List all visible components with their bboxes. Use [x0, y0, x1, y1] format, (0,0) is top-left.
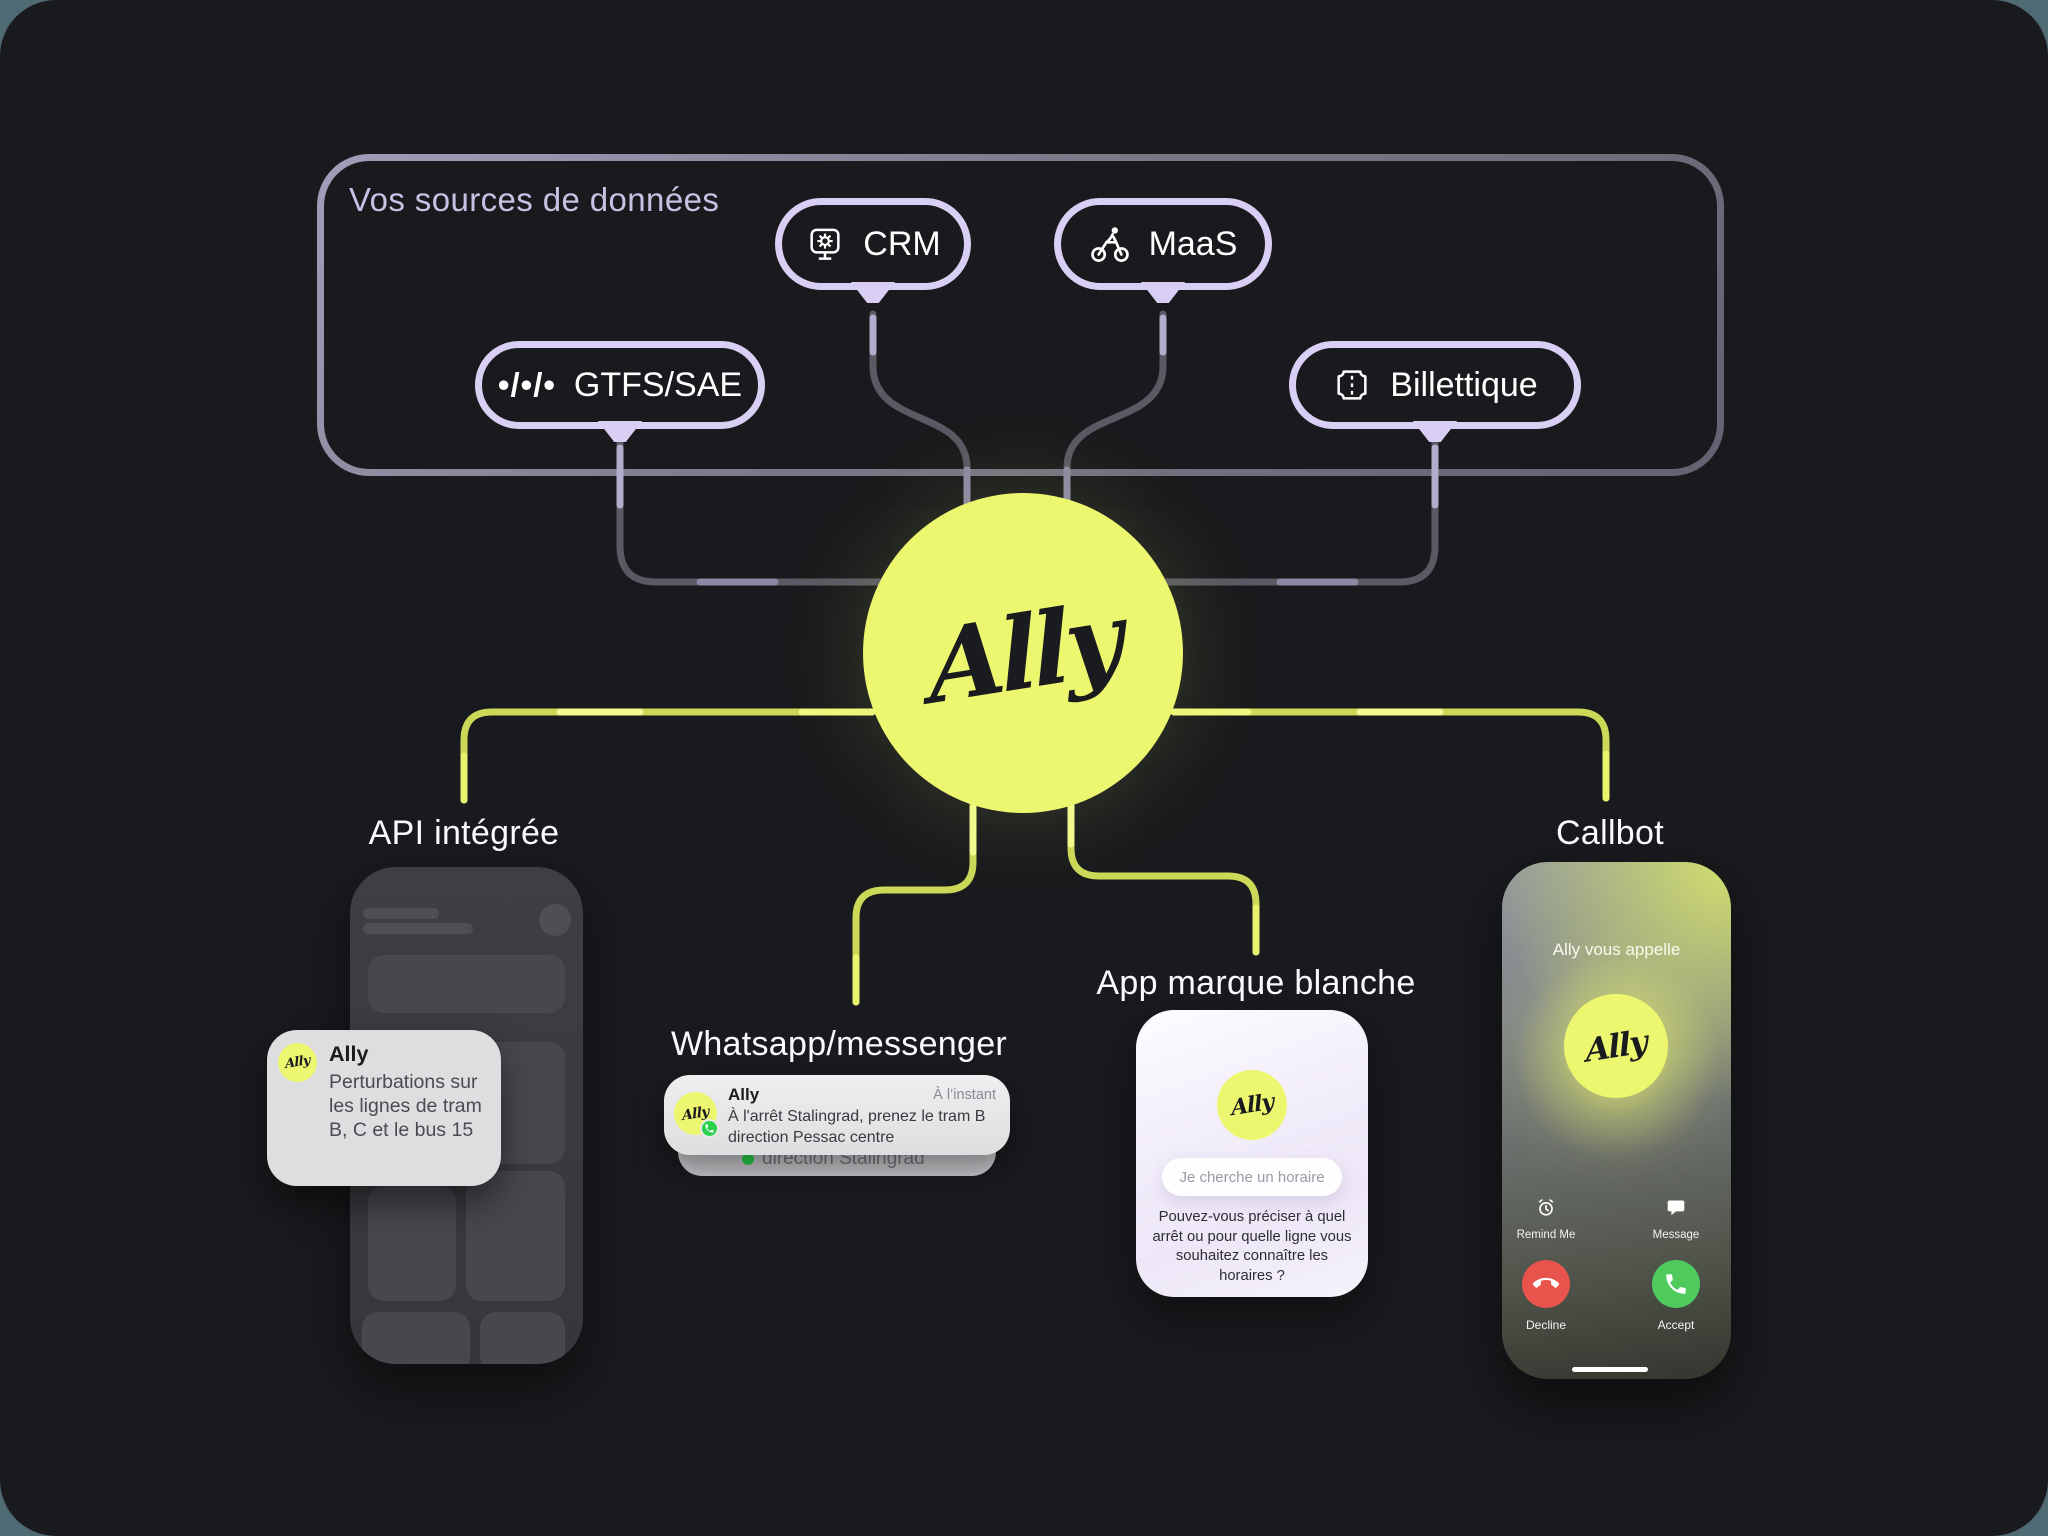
whitelabel-section-label: App marque blanche [1096, 964, 1416, 1002]
cyclist-icon [1089, 223, 1131, 265]
skeleton-block [362, 1312, 470, 1364]
whitelabel-app-card: Ally Je cherche un horaire Pouvez-vous p… [1136, 1010, 1368, 1297]
decline-call-button[interactable] [1522, 1260, 1570, 1308]
notification-app-name: Ally [728, 1085, 760, 1104]
incoming-call-status: Ally vous appelle [1552, 940, 1681, 959]
notification-body: Perturbations sur les lignes de tram B, … [329, 1071, 482, 1141]
remind-me-label: Remind Me [1516, 1229, 1576, 1241]
callbot-section-label: Callbot [1556, 814, 1664, 852]
notification-body: À l'arrêt Stalingrad, prenez le tram B d… [728, 1108, 986, 1146]
api-section-label: API intégrée [368, 814, 560, 852]
bot-reply-text: Pouvez-vous préciser à quel arrêt ou pou… [1152, 1209, 1352, 1284]
ally-wordmark: Ally [923, 579, 1123, 727]
alarm-clock-icon [1538, 1199, 1554, 1216]
sources-box-title: Vos sources de données [349, 181, 720, 218]
phone-icon [1666, 1274, 1686, 1294]
crm-monitor-gear-icon [805, 224, 845, 264]
message-label: Message [1652, 1229, 1700, 1241]
pill-maas-label: MaaS [1148, 224, 1238, 263]
whatsapp-green-dot-icon [742, 1153, 754, 1165]
pill-gtfs-sae: •/•/• GTFS/SAE [475, 341, 765, 442]
skeleton-block [368, 955, 565, 1013]
ally-avatar: Ally [278, 1043, 317, 1082]
skeleton-bar [363, 908, 439, 919]
callbot-phone-mockup: Ally vous appelle Ally Remind Me Message… [1502, 862, 1731, 1379]
home-indicator[interactable] [1572, 1367, 1648, 1372]
pill-crm: CRM [775, 198, 971, 303]
skeleton-avatar [539, 904, 571, 936]
whatsapp-notification[interactable]: Ally Ally À l’instant À l'arrêt Stalingr… [664, 1075, 1010, 1155]
notification-app-name: Ally [329, 1042, 369, 1066]
skeleton-block [480, 1312, 565, 1364]
skeleton-bar [363, 923, 473, 934]
pill-gtfs-sae-label: GTFS/SAE [573, 365, 743, 404]
ally-caller-avatar: Ally [1564, 994, 1668, 1098]
decline-label: Decline [1525, 1318, 1567, 1332]
pill-billettique-label: Billettique [1390, 365, 1538, 404]
ticket-icon [1332, 365, 1372, 405]
remind-me-button[interactable]: Remind Me [1502, 1198, 1596, 1241]
notification-timestamp: À l’instant [933, 1087, 996, 1103]
ally-avatar-wordmark: Ally [1584, 1022, 1648, 1070]
message-bubble-icon [1667, 1200, 1685, 1216]
phone-down-icon [1533, 1277, 1559, 1288]
ally-avatar-wordmark: Ally [284, 1053, 311, 1072]
skeleton-block [466, 1171, 565, 1301]
ally-avatar-wordmark: Ally [1230, 1088, 1274, 1122]
pill-crm-label: CRM [863, 224, 941, 263]
skeleton-block [368, 1186, 456, 1301]
pill-maas: MaaS [1054, 198, 1272, 303]
ally-avatar: Ally [1217, 1070, 1287, 1140]
data-points-icon: •/•/• [497, 366, 556, 403]
user-message-bubble[interactable]: Je cherche un horaire [1162, 1158, 1342, 1196]
api-push-notification[interactable]: Ally Ally Perturbations sur les lignes d… [267, 1030, 501, 1186]
pill-billettique: Billettique [1289, 341, 1581, 442]
accept-call-button[interactable] [1652, 1260, 1700, 1308]
accept-label: Accept [1657, 1318, 1695, 1332]
message-button[interactable]: Message [1626, 1198, 1726, 1241]
whatsapp-badge-icon [700, 1119, 719, 1138]
whatsapp-section-label: Whatsapp/messenger [670, 1025, 1008, 1063]
ally-logo-circle: Ally [863, 493, 1183, 813]
